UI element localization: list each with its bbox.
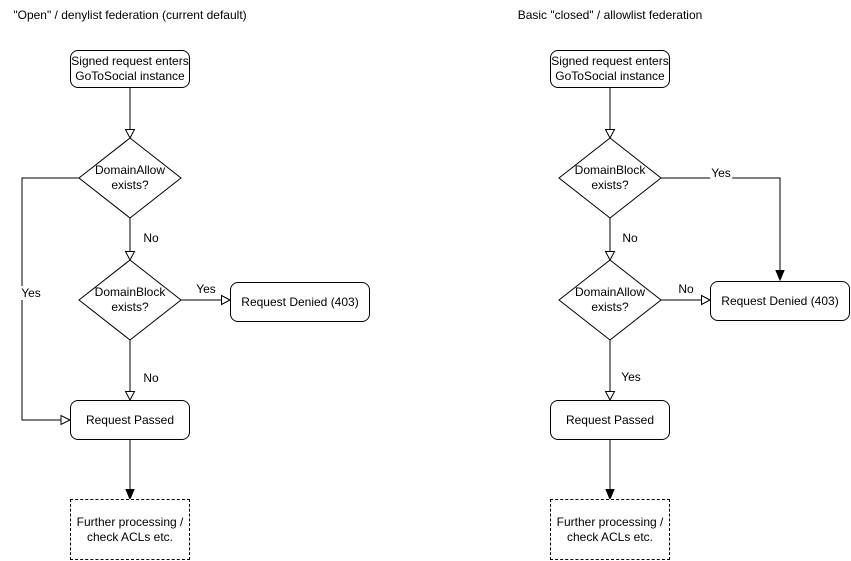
left-passed-to-further-arrow [125, 440, 135, 501]
left-decision2-diamond [78, 259, 182, 341]
left-passed-node: Request Passed [70, 400, 190, 440]
right-decision2-to-denied-arrow [661, 294, 712, 306]
right-decision2-label: DomainAllow exists? [574, 285, 646, 314]
right-decision1-diamond [558, 137, 662, 219]
right-decision2-diamond [558, 259, 662, 341]
left-decision1-diamond [78, 137, 182, 219]
left-decision1-yes-label: Yes [20, 286, 42, 300]
left-denied-node: Request Denied (403) [230, 282, 370, 322]
left-start-to-decision1-arrow [124, 88, 136, 140]
right-decision2-no-label: No [677, 282, 695, 296]
right-start-to-decision1-arrow [604, 88, 616, 140]
right-decision1-label: DomainBlock exists? [574, 163, 646, 192]
left-decision2-label: DomainBlock exists? [94, 285, 166, 314]
right-decision2-yes-label: Yes [620, 370, 642, 384]
right-yes-branch-to-denied-arrow [661, 177, 785, 282]
right-further-node: Further processing / check ACLs etc. [550, 499, 670, 560]
right-decision2-to-passed-arrow [604, 340, 616, 402]
left-decision1-no-label: No [142, 231, 160, 245]
left-further-node: Further processing / check ACLs etc. [70, 499, 190, 560]
right-decision1-yes-label: Yes [710, 166, 732, 180]
left-decision1-label: DomainAllow exists? [94, 163, 166, 192]
left-decision2-yes-label: Yes [195, 282, 217, 296]
left-decision2-no-label: No [142, 371, 160, 385]
right-decision1-to-decision2-arrow [604, 218, 616, 262]
right-passed-node: Request Passed [550, 400, 670, 440]
right-denied-node: Request Denied (403) [710, 281, 850, 321]
right-start-node: Signed request enters GoToSocial instanc… [550, 50, 670, 88]
right-decision1-no-label: No [621, 231, 639, 245]
left-yes-loop-line [21, 177, 79, 426]
left-decision2-to-denied-arrow [181, 294, 232, 306]
left-start-node: Signed request enters GoToSocial instanc… [70, 50, 190, 88]
left-decision1-to-decision2-arrow [124, 218, 136, 262]
right-passed-to-further-arrow [605, 440, 615, 501]
left-decision2-to-passed-arrow [124, 340, 136, 402]
right-chart-title: Basic "closed" / allowlist federation [517, 8, 703, 22]
left-chart-title: "Open" / denylist federation (current de… [13, 8, 247, 22]
